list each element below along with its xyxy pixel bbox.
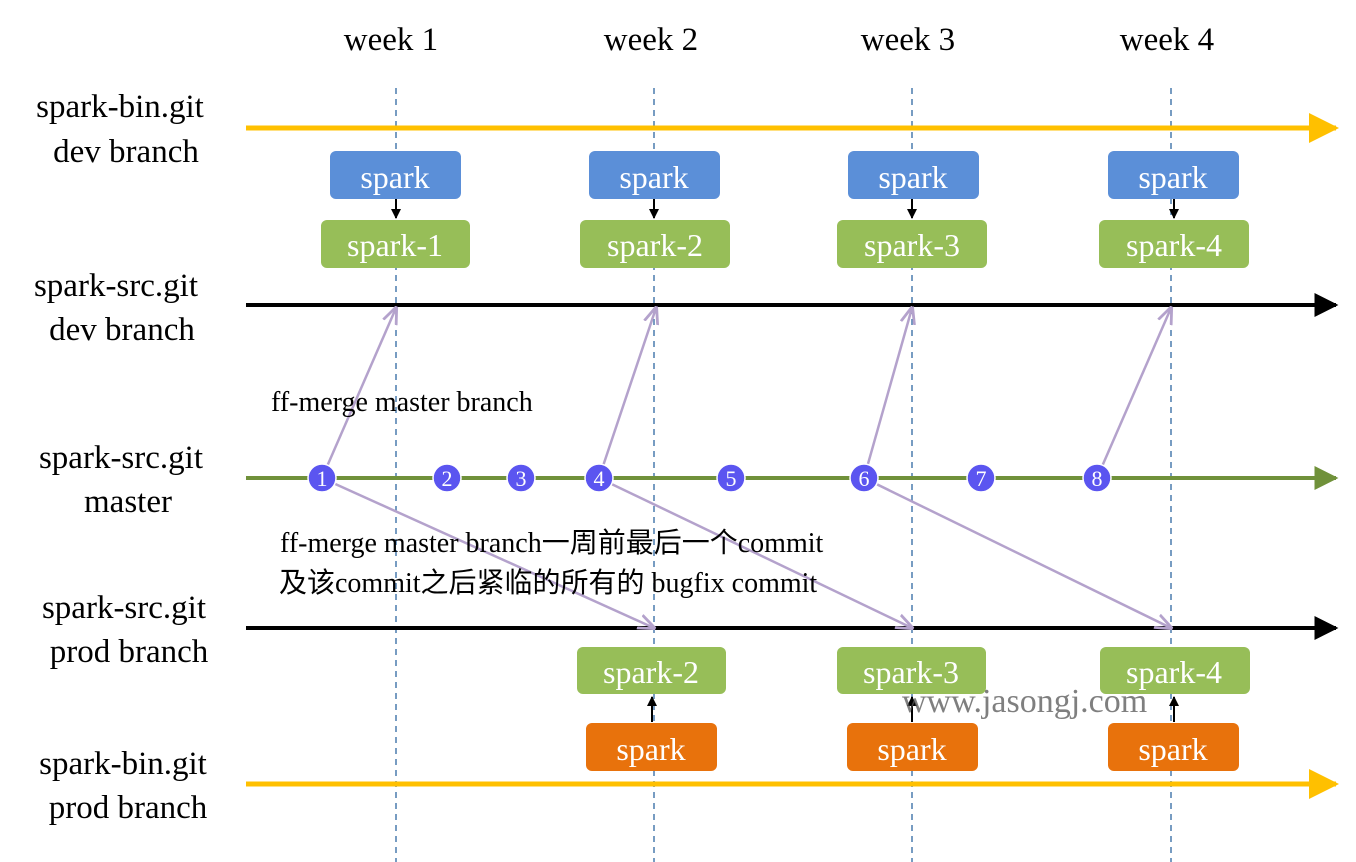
dev-source-box-3: spark-3 (837, 220, 987, 268)
dev-binary-box-3-label: spark (878, 159, 947, 195)
week-dividers (395, 88, 1172, 862)
commit-4: 4 (584, 463, 614, 493)
dev-binary-boxes: spark spark spark spark (330, 151, 1239, 199)
week-2-label: week 2 (604, 22, 698, 58)
prod-build-arrows (647, 696, 1179, 722)
commit-6-label: 6 (859, 466, 870, 491)
prod-binary-box-4-label: spark (1138, 731, 1207, 767)
commit-3: 3 (506, 463, 536, 493)
commit-2: 2 (432, 463, 462, 493)
dev-binary-box-4-label: spark (1138, 159, 1207, 195)
dev-binary-box-1: spark (330, 151, 461, 199)
commit-4-label: 4 (594, 466, 605, 491)
row-label-src-dev-branch: dev branch (49, 312, 195, 348)
dev-source-box-3-label: spark-3 (864, 227, 960, 263)
dev-binary-box-1-label: spark (360, 159, 429, 195)
prod-source-boxes: spark-2 spark-3 spark-4 (577, 647, 1250, 694)
row-label-master-repo: spark-src.git (39, 440, 203, 476)
prod-source-box-2-label: spark-2 (603, 654, 699, 690)
commit-1-label: 1 (317, 466, 328, 491)
dev-source-box-1-label: spark-1 (347, 227, 443, 263)
merge-arrow-6-to-dev (862, 308, 912, 479)
commit-8-label: 8 (1092, 466, 1103, 491)
prod-binary-box-2: spark (586, 723, 717, 771)
commit-7-label: 7 (976, 466, 987, 491)
prod-source-box-4-label: spark-4 (1126, 654, 1222, 690)
prod-source-box-2: spark-2 (577, 647, 726, 694)
dev-build-arrows (391, 199, 1179, 219)
prod-binary-box-2-label: spark (616, 731, 685, 767)
row-label-src-prod-branch: prod branch (50, 634, 209, 670)
row-label-bin-prod-branch: prod branch (49, 790, 208, 826)
dev-source-box-4: spark-4 (1099, 220, 1249, 268)
merge-arrow-4-to-dev (597, 308, 656, 479)
dev-merge-arrows (320, 308, 1171, 479)
commit-7: 7 (966, 463, 996, 493)
row-label-master-branch: master (84, 484, 172, 520)
row-label-src-prod-repo: spark-src.git (42, 590, 206, 626)
prod-source-box-4: spark-4 (1100, 647, 1250, 694)
master-commits: 1 2 3 4 5 6 7 8 (307, 463, 1112, 493)
week-4-label: week 4 (1120, 22, 1214, 58)
row-label-src-dev-repo: spark-src.git (34, 268, 198, 304)
commit-3-label: 3 (516, 466, 527, 491)
prod-source-box-3: spark-3 (837, 647, 986, 694)
dev-binary-box-3: spark (848, 151, 979, 199)
commit-6: 6 (849, 463, 879, 493)
prod-source-box-3-label: spark-3 (863, 654, 959, 690)
dev-binary-box-4: spark (1108, 151, 1239, 199)
prod-merge-note-line-2: 及该commit之后紧临的所有的 bugfix commit (279, 567, 817, 599)
dev-source-box-4-label: spark-4 (1126, 227, 1222, 263)
merge-arrow-8-to-dev (1095, 308, 1171, 479)
week-1-label: week 1 (344, 22, 438, 58)
dev-source-box-2: spark-2 (580, 220, 730, 268)
row-label-bin-prod-repo: spark-bin.git (39, 746, 207, 782)
week-labels: week 1 week 2 week 3 week 4 (344, 22, 1214, 58)
prod-binary-box-4: spark (1108, 723, 1239, 771)
commit-5-label: 5 (726, 466, 737, 491)
row-label-bin-dev-repo: spark-bin.git (36, 89, 204, 125)
dev-source-box-2-label: spark-2 (607, 227, 703, 263)
prod-merge-arrows (321, 476, 1171, 628)
dev-source-boxes: spark-1 spark-2 spark-3 spark-4 (321, 220, 1249, 268)
prod-merge-note-line-1: ff-merge master branch一周前最后一个commit (280, 527, 824, 559)
dev-binary-box-2-label: spark (619, 159, 688, 195)
merge-arrow-6-to-prod (863, 476, 1171, 628)
prod-binary-box-3-label: spark (877, 731, 946, 767)
prod-binary-boxes: spark spark spark (586, 723, 1239, 771)
merge-arrow-1-to-dev (320, 308, 396, 479)
commit-5: 5 (716, 463, 746, 493)
commit-1: 1 (307, 463, 337, 493)
merge-arrow-1-to-prod (321, 476, 654, 628)
row-label-bin-dev-branch: dev branch (53, 134, 199, 170)
dev-source-box-1: spark-1 (321, 220, 470, 268)
commit-8: 8 (1082, 463, 1112, 493)
prod-binary-box-3: spark (847, 723, 978, 771)
watermark: www.jasongj.com (902, 683, 1147, 720)
week-3-label: week 3 (861, 22, 955, 58)
merge-arrow-4-to-prod (598, 476, 912, 628)
dev-binary-box-2: spark (589, 151, 720, 199)
commit-2-label: 2 (442, 466, 453, 491)
dev-merge-note: ff-merge master branch (271, 387, 533, 418)
row-labels: spark-bin.git dev branch spark-src.git d… (34, 89, 209, 826)
